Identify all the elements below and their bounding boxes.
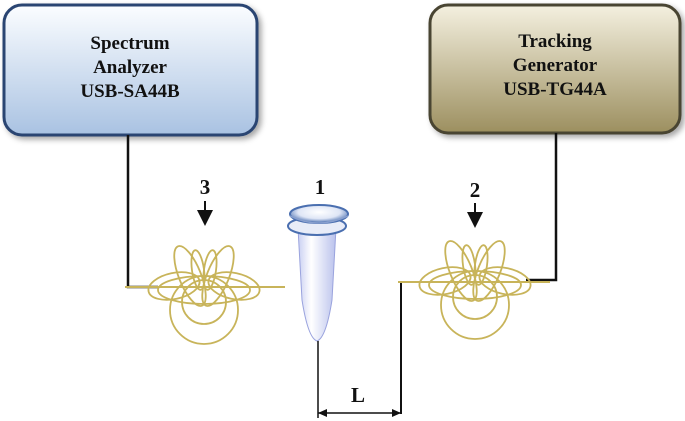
generator-model: USB-TG44A: [503, 79, 607, 100]
analyzer-wire: [126, 135, 158, 289]
coil-3: [144, 241, 264, 345]
analyzer-title-line1: Spectrum: [90, 33, 169, 54]
distance-label: L: [351, 383, 365, 407]
wire-loop-coil-icon: [144, 241, 264, 345]
analyzer-title-line2: Analyzer: [93, 57, 167, 78]
coil-2-number-label: 2: [470, 178, 481, 202]
tube-number-label: 1: [315, 175, 326, 199]
generator-title-line2: Generator: [513, 55, 598, 76]
tracking-generator-box: Tracking Generator USB-TG44A: [428, 3, 682, 135]
wire-loop-coil-icon: [415, 236, 535, 340]
coil-3-number-label: 3: [200, 175, 211, 199]
coil-2: [415, 236, 535, 340]
generator-wire: [526, 133, 558, 282]
distance-marker: L: [317, 341, 401, 418]
generator-title-line1: Tracking: [518, 31, 592, 52]
microcentrifuge-tube-icon: [287, 204, 349, 342]
right-coil-lead: [400, 281, 432, 414]
analyzer-model: USB-SA44B: [80, 81, 180, 102]
spectrum-analyzer-box: Spectrum Analyzer USB-SA44B: [2, 3, 259, 137]
